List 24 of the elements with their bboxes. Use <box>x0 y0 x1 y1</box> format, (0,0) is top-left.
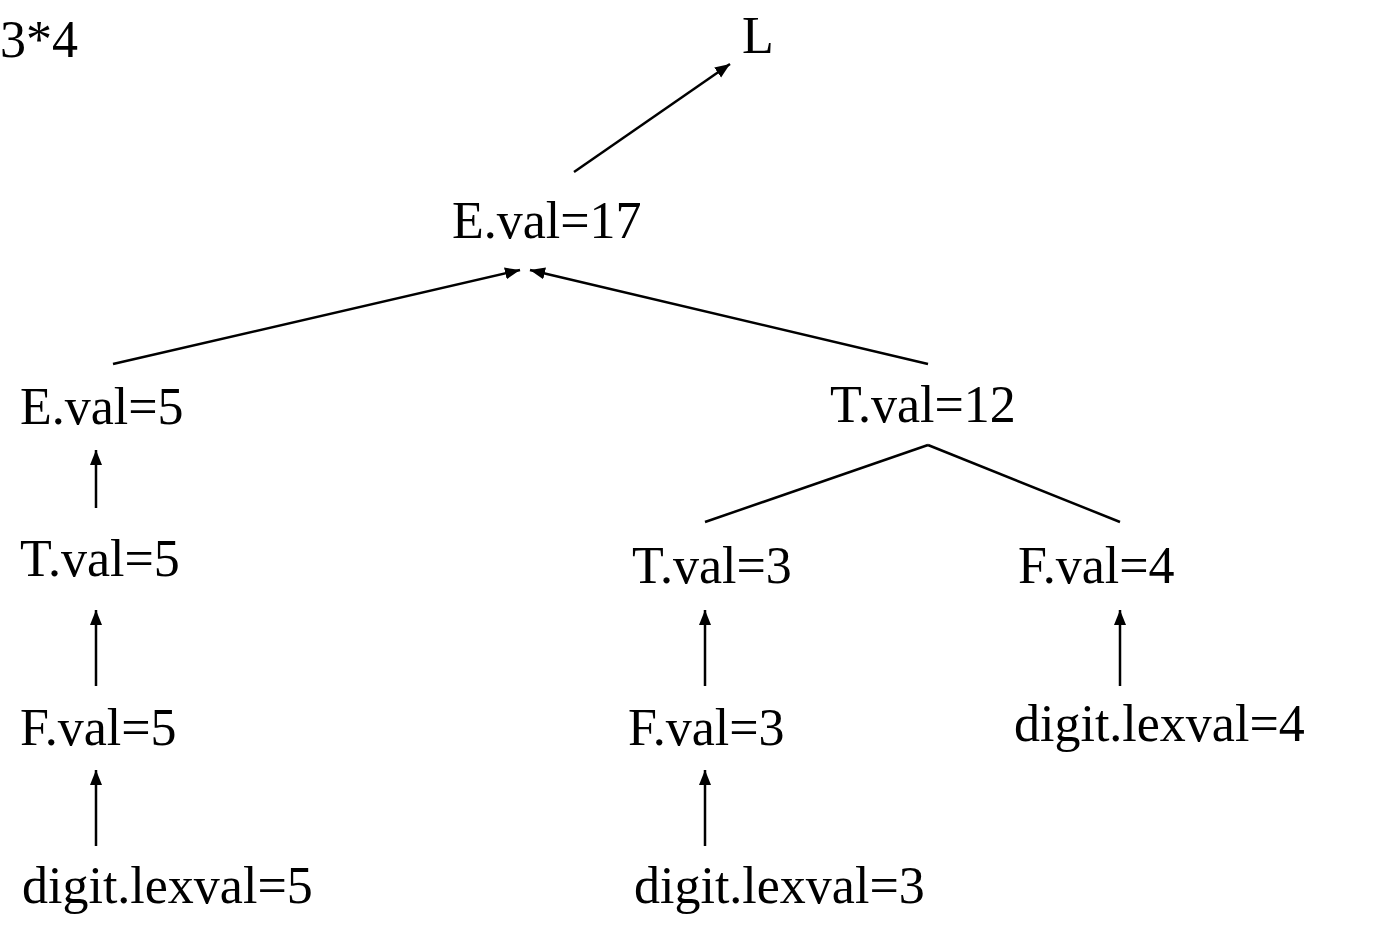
node-label: E.val=17 <box>452 191 642 251</box>
node-label: digit.lexval=3 <box>634 856 925 916</box>
node-label: F.val=4 <box>1018 536 1175 596</box>
arrow <box>112 267 521 366</box>
tree-line <box>927 443 1121 524</box>
arrow <box>90 770 102 846</box>
node-label: T.val=3 <box>632 536 792 596</box>
tree-line <box>704 443 929 524</box>
arrow <box>90 450 102 508</box>
arrow <box>1114 610 1126 686</box>
node-label: T.val=5 <box>20 529 180 589</box>
arrow <box>699 770 711 846</box>
node-label: T.val=12 <box>830 374 1016 435</box>
arrow <box>90 610 102 686</box>
arrow <box>699 610 711 686</box>
node-label: F.val=3 <box>628 698 785 758</box>
arrow <box>529 267 929 366</box>
expression-text: 3*4 <box>0 10 78 70</box>
node-label: digit.lexval=5 <box>22 856 313 916</box>
node-label: F.val=5 <box>20 698 177 758</box>
node-label: digit.lexval=4 <box>1014 694 1305 754</box>
arrow <box>573 62 731 174</box>
node-label: L <box>742 6 774 66</box>
node-label: E.val=5 <box>20 377 184 437</box>
